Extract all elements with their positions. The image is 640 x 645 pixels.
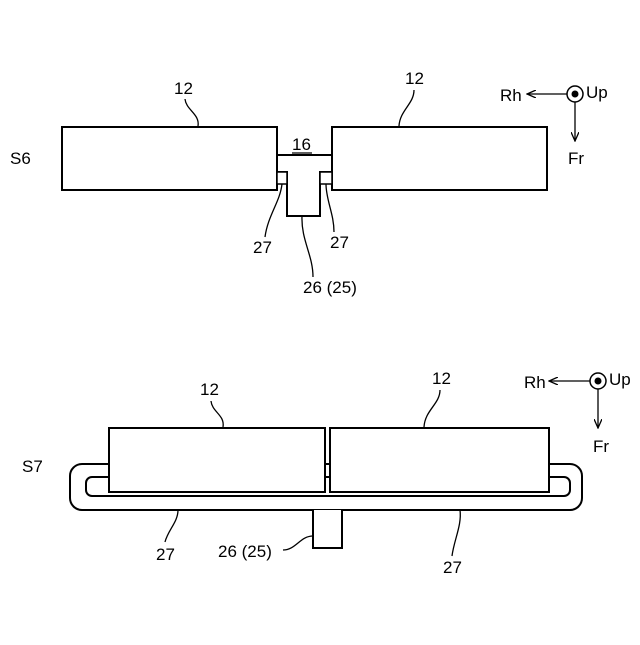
up-label: Up xyxy=(609,370,631,389)
leader-module-right xyxy=(424,390,440,427)
member-label: 26 (25) xyxy=(303,278,357,297)
rib-left-label: 27 xyxy=(253,238,272,257)
step-label-s7: S7 xyxy=(22,457,43,476)
module-right-label: 12 xyxy=(432,369,451,388)
leader-rib-right xyxy=(452,510,460,556)
leader-module-left xyxy=(185,99,198,126)
battery-module-left xyxy=(109,428,325,492)
member-label: 26 (25) xyxy=(218,542,272,561)
leader-member xyxy=(283,536,313,550)
leader-rib-left xyxy=(165,510,178,542)
step-label-s6: S6 xyxy=(10,149,31,168)
module-right-label: 12 xyxy=(405,69,424,88)
battery-module-right xyxy=(332,127,547,190)
leader-module-right xyxy=(399,90,414,126)
rib-right xyxy=(320,172,332,184)
fr-label: Fr xyxy=(568,149,584,168)
battery-module-left xyxy=(62,127,277,190)
rib-left xyxy=(277,172,287,184)
rh-label: Rh xyxy=(524,373,546,392)
rib-right-label: 27 xyxy=(443,558,462,577)
leader-rib-left xyxy=(265,184,282,237)
battery-module-right xyxy=(330,428,549,492)
figure-s6: S6 16 12 12 27 27 26 (25) Rh xyxy=(10,69,608,297)
gap-label: 16 xyxy=(292,135,311,154)
figure-s7: S7 12 12 27 27 26 (25) Rh Up Fr xyxy=(22,369,631,577)
module-left-label: 12 xyxy=(200,380,219,399)
inserted-member xyxy=(313,510,342,548)
leader-member xyxy=(302,216,313,277)
rib-left-label: 27 xyxy=(156,545,175,564)
up-label: Up xyxy=(586,83,608,102)
module-left-label: 12 xyxy=(174,79,193,98)
fr-label: Fr xyxy=(593,437,609,456)
leader-rib-right xyxy=(326,184,334,232)
leader-module-left xyxy=(211,401,223,427)
rh-label: Rh xyxy=(500,86,522,105)
rib-right-label: 27 xyxy=(330,233,349,252)
